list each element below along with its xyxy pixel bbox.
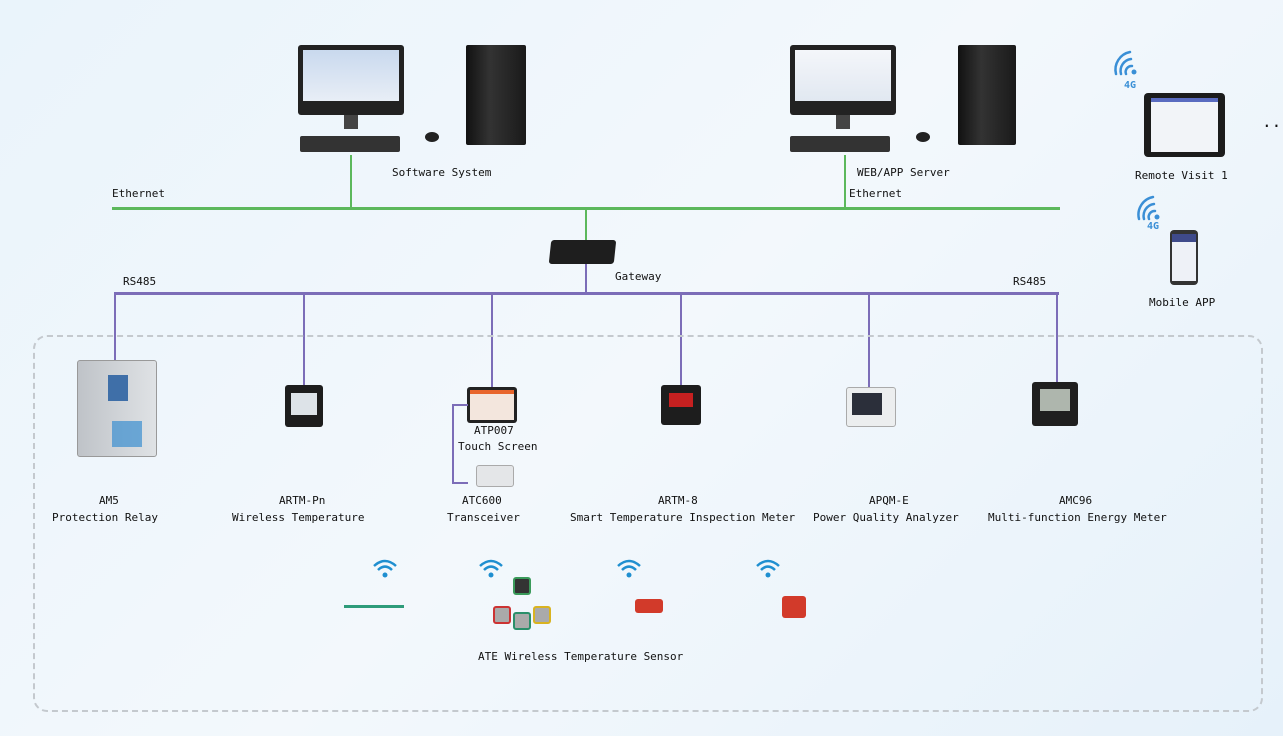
sensor-label: ATE Wireless Temperature Sensor [478,650,684,663]
clip-sensor [533,606,551,624]
connection-cable [452,404,468,484]
lug-sensor [635,599,663,613]
rs485-bus [114,292,1059,295]
ethernet-drop-server [844,155,846,208]
device-model: ARTM-8 [658,494,698,507]
keyboard-icon [300,136,400,152]
clip-sensor [513,577,531,595]
atc600-transceiver-device [476,465,514,487]
keyboard-icon [790,136,890,152]
clip-sensor [493,606,511,624]
device-model: APQM-E [869,494,909,507]
mouse-icon [916,132,930,142]
software-monitor [298,45,404,115]
block-sensor [782,596,806,618]
rs485-label-right: RS485 [1013,275,1047,288]
web-app-server-label: WEB/APP Server [857,166,950,179]
gateway-drop [585,264,587,294]
touch-screen-name: Touch Screen [458,440,538,453]
device-model: AMC96 [1059,494,1093,507]
wifi-icon [373,559,397,578]
device-name: Wireless Temperature [232,511,365,524]
software-tower [466,45,526,145]
amc96-device [1032,382,1078,426]
ethernet-bus [112,207,1060,210]
more-ellipsis: ... [1262,112,1283,131]
artm-pn-device [285,385,323,427]
device-model: ARTM-Pn [279,494,326,507]
wifi-4g-icon [1137,195,1160,221]
protection-relay-device [77,360,157,457]
device-name: Transceiver [447,511,520,524]
mouse-icon [425,132,439,142]
server-monitor [790,45,896,115]
device-name: Multi-function Energy Meter [988,511,1167,524]
wifi-icon [479,559,503,578]
apqm-e-device [846,387,896,427]
remote-visit-label: Remote Visit 1 [1135,169,1228,182]
gateway-label: Gateway [615,270,662,283]
probe-sensor [344,605,404,608]
wifi-4g-icon [1114,50,1137,76]
mobile-app-label: Mobile APP [1149,296,1216,309]
touch-screen-model: ATP007 [474,424,514,437]
ethernet-label-right: Ethernet [849,187,902,200]
device-name: Power Quality Analyzer [813,511,959,524]
ethernet-drop-software [350,155,352,208]
signal-4g-label: 4G [1124,80,1137,91]
artm-8-device [661,385,701,425]
atp007-touch-screen [467,387,517,423]
field-device-area [33,335,1263,712]
server-tower [958,45,1016,145]
tablet-device [1144,93,1225,157]
wifi-icon [756,559,780,578]
software-system-label: Software System [392,166,492,179]
device-model: ATC600 [462,494,502,507]
device-name: Protection Relay [52,511,158,524]
gateway-device [548,240,617,264]
phone-device [1170,230,1198,285]
device-name: Smart Temperature Inspection Meter [570,511,796,524]
signal-4g-label: 4G [1147,221,1160,232]
ethernet-drop-gateway [585,209,587,241]
rs485-label-left: RS485 [123,275,157,288]
wifi-icon [617,559,641,578]
clip-sensor [513,612,531,630]
ethernet-label-left: Ethernet [112,187,165,200]
device-model: AM5 [99,494,119,507]
